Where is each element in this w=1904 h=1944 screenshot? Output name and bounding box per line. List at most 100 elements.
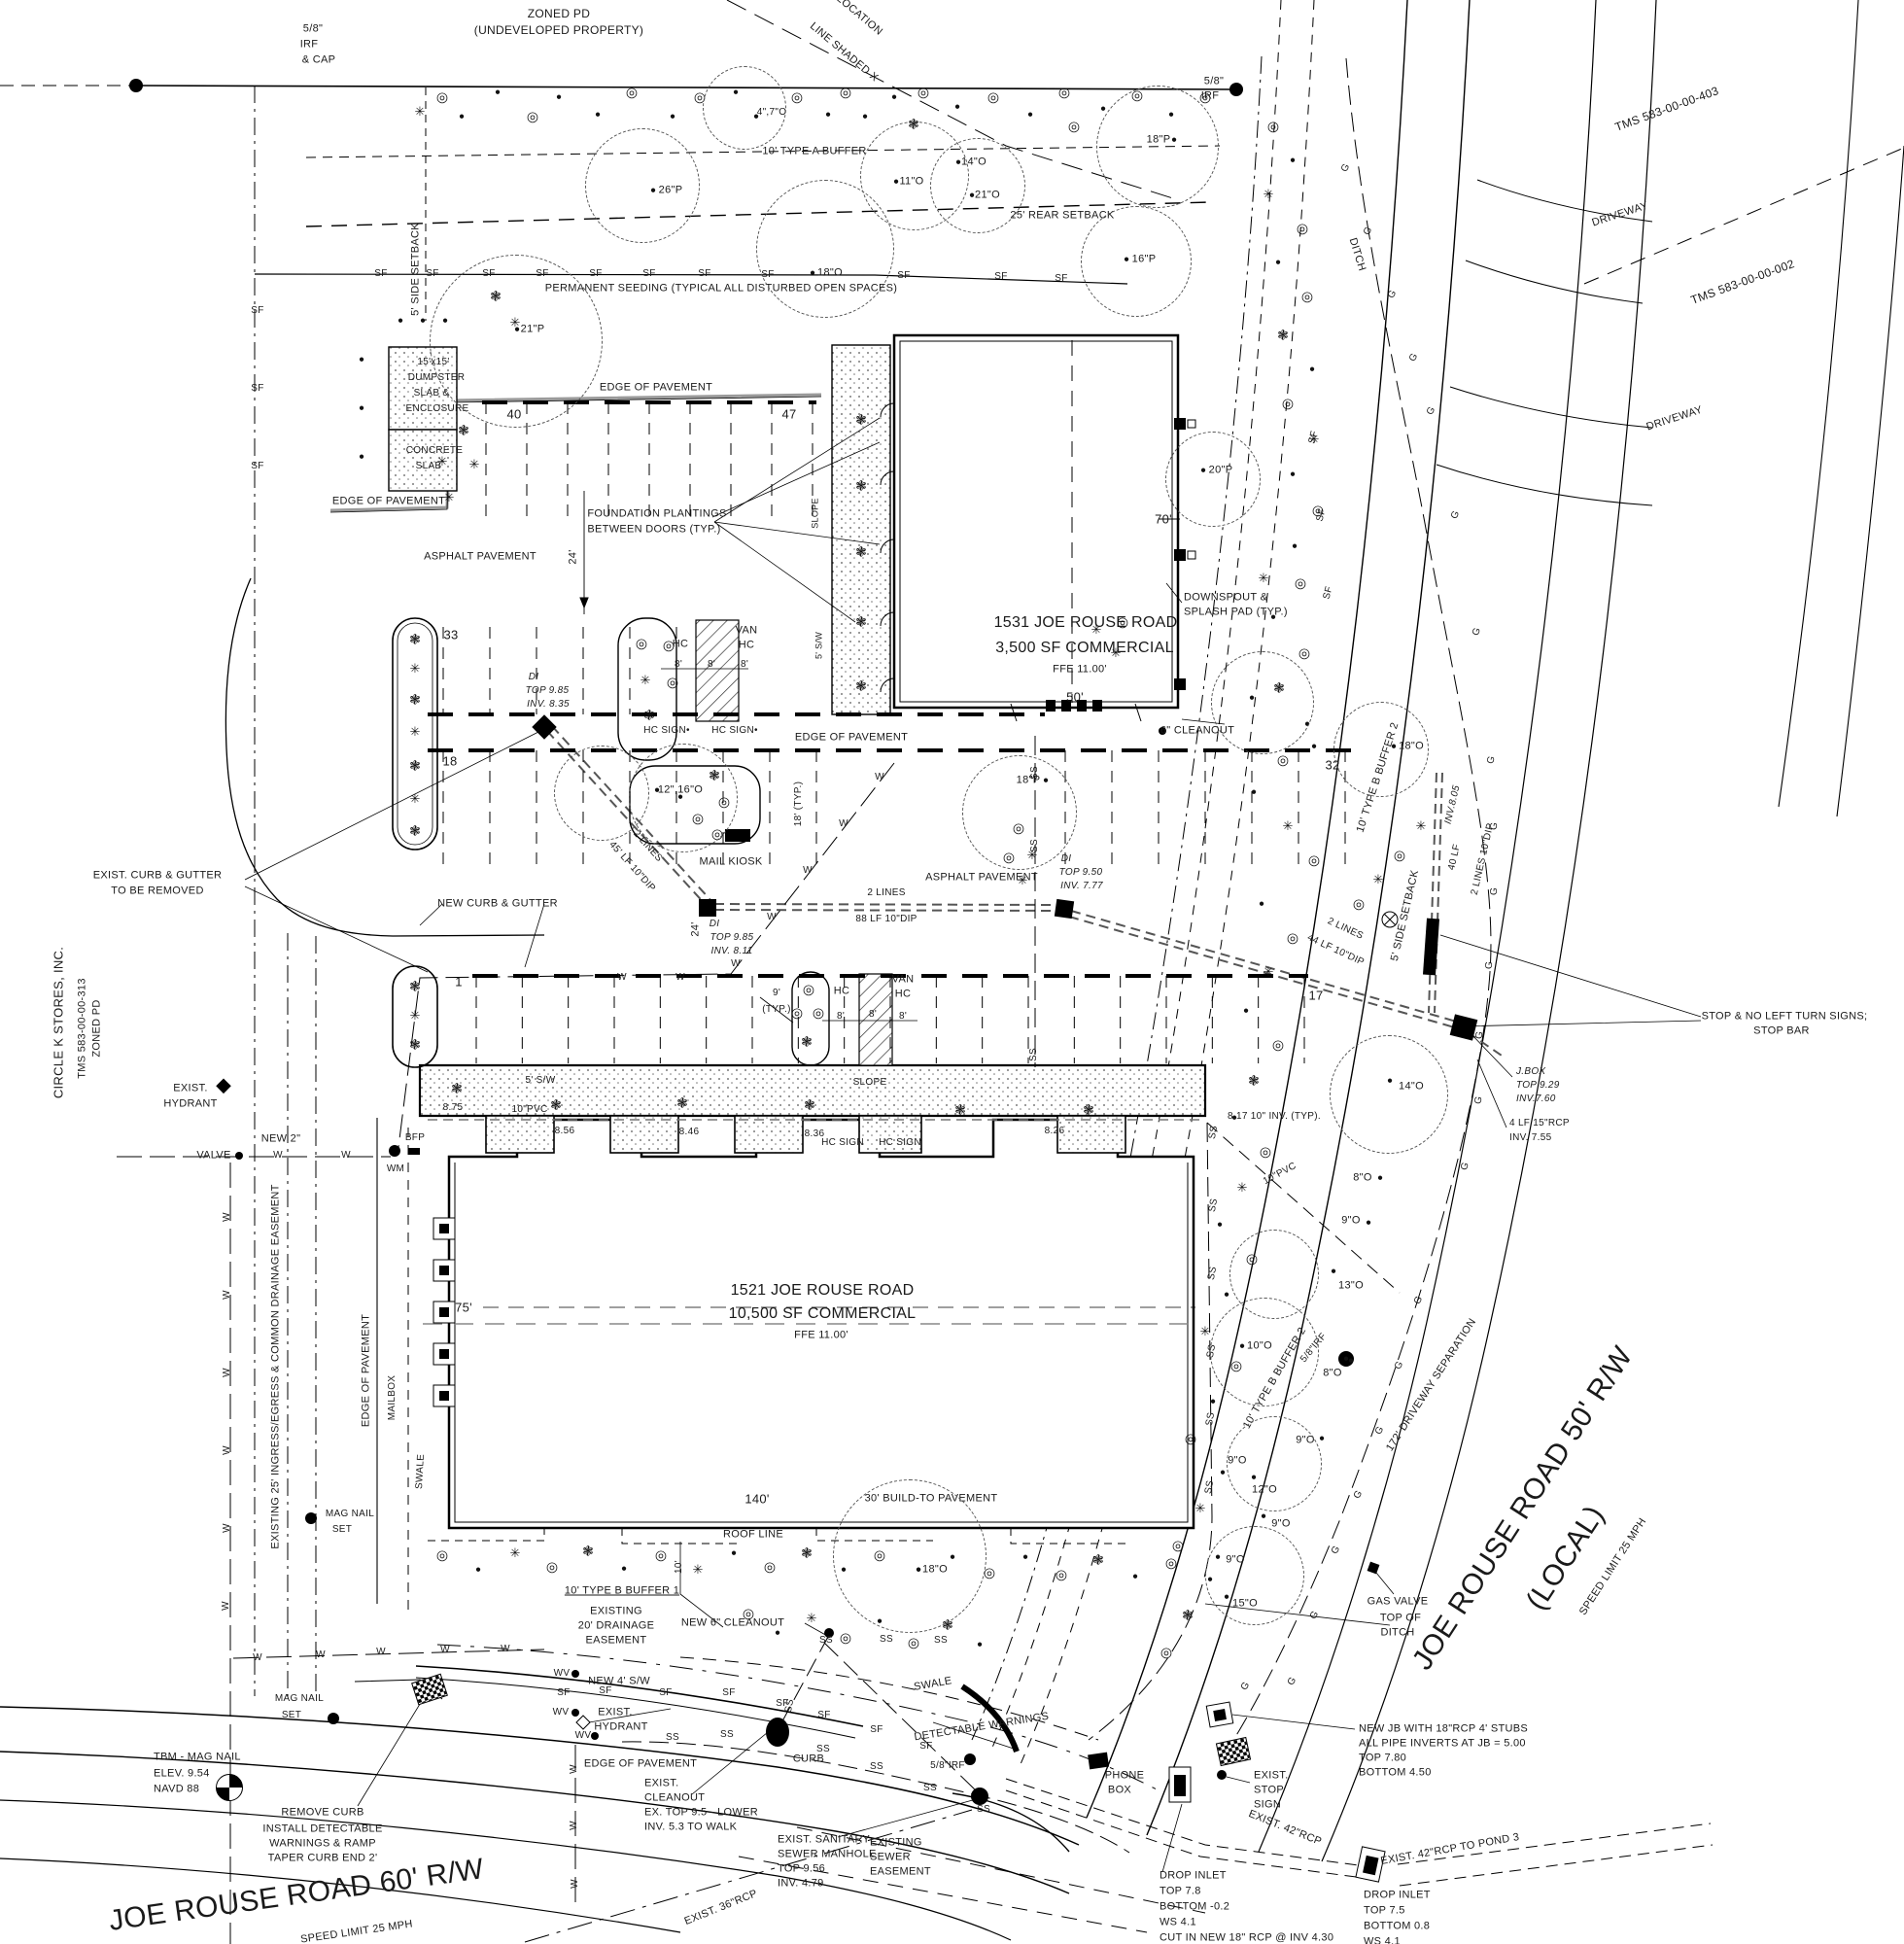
utility-marker-label: W (767, 912, 777, 922)
tree-icon: ● (1289, 155, 1297, 166)
annotation-label: STOP (1254, 1784, 1284, 1796)
tree-icon: ● (1347, 1355, 1355, 1367)
tree-icon: ◎ (1184, 1430, 1197, 1446)
annotation-label: 13"O (1338, 1279, 1364, 1292)
tree-icon: ● (1209, 1396, 1217, 1407)
annotation-label: BOTTOM 0.8 (1364, 1920, 1431, 1932)
annotation-label: DROP INLET (1364, 1889, 1431, 1901)
tree-icon: ✳ (1282, 818, 1294, 833)
annotation-label: HC (672, 638, 689, 650)
tree-icon: ❃ (409, 822, 421, 839)
annotation-label: WS 4.1 (1364, 1935, 1401, 1944)
tree-icon: ❃ (801, 1033, 813, 1050)
tree-icon: ● (620, 1563, 628, 1575)
utility-marker-label: SS (819, 1635, 833, 1646)
annotation-label: 88 LF 10"DIP (855, 914, 917, 924)
annotation-label: EASEMENT (870, 1865, 931, 1878)
tree-icon: ● (555, 91, 563, 103)
annotation-label: 18 (442, 753, 458, 769)
annotation-label: 10,500 SF COMMERCIAL (728, 1305, 917, 1322)
annotation-label: TOP 7.80 (1359, 1752, 1407, 1764)
tree-canopy-outline (833, 1479, 987, 1633)
tree-icon: ● (358, 402, 365, 414)
tree-icon: ◎ (812, 1004, 825, 1021)
annotation-label: TOP 7.8 (1160, 1885, 1201, 1897)
tree-icon: ✳ (1199, 1324, 1211, 1338)
utility-marker-label: W (222, 1445, 232, 1455)
tree-icon: ✳ (409, 791, 421, 806)
annotation-label: IRF (299, 38, 319, 51)
tree-icon: ● (861, 111, 869, 122)
tree-icon: ❃ (954, 1101, 966, 1118)
annotation-label: WS 4.1 (1160, 1916, 1196, 1928)
annotation-label: 18' (TYP.) (793, 781, 804, 827)
tree-icon: ❃ (804, 1096, 815, 1113)
utility-marker-label: SS (816, 1744, 830, 1754)
annotation-label: SET (331, 1524, 353, 1535)
annotation-label: DITCH (1380, 1626, 1415, 1639)
tree-canopy-outline (962, 755, 1077, 870)
annotation-label: BOTTOM -0.2 (1160, 1900, 1230, 1913)
utility-marker-label: W (440, 1645, 450, 1655)
annotation-label: HC (894, 988, 912, 1000)
tree-icon: ◎ (1055, 1566, 1068, 1582)
annotation-label: CONCRETE (405, 445, 464, 456)
annotation-label: 5/8"IRF (930, 1760, 965, 1771)
tree-canopy-outline (1205, 1526, 1304, 1625)
annotation-label: 9' (772, 988, 781, 998)
tree-icon: ● (358, 451, 365, 463)
utility-marker-label: SF (776, 1698, 789, 1709)
annotation-label: HC SIGN (879, 1137, 921, 1148)
tree-icon: ● (824, 109, 832, 121)
tree-icon: ✳ (1258, 571, 1269, 585)
tree-icon: ◎ (1352, 895, 1366, 912)
annotation-label: 9"O (1271, 1517, 1291, 1530)
tree-icon: ◎ (1198, 88, 1212, 105)
annotation-label: 70' (1155, 511, 1172, 527)
utility-marker-label: SS (1028, 1048, 1039, 1061)
tree-icon: ● (1250, 786, 1258, 798)
annotation-label: & CAP (301, 53, 336, 66)
annotation-label: INSTALL DETECTABLE (262, 1822, 383, 1835)
annotation-label: TOP 9.85 (710, 932, 754, 943)
tree-icon: ● (1342, 1353, 1350, 1365)
annotation-label: EXIST. (598, 1706, 633, 1718)
tree-icon: ◎ (790, 88, 804, 105)
annotation-label: TOP 9.56 (778, 1862, 826, 1875)
tree-icon: ● (1216, 1219, 1224, 1231)
tree-canopy-outline (1096, 86, 1219, 208)
utility-marker-label: G (1483, 960, 1496, 970)
tree-icon: ✳ (1372, 872, 1384, 886)
tree-icon: ● (1260, 1510, 1267, 1522)
tree-icon: ● (1131, 1571, 1139, 1582)
tree-icon: ● (1376, 1172, 1384, 1184)
annotation-label: CURB (792, 1753, 825, 1765)
tree-icon: ◎ (1298, 644, 1311, 661)
tree-icon: ◎ (625, 84, 639, 100)
annotation-label: 33 (443, 627, 459, 642)
tree-icon: ◎ (545, 1558, 559, 1575)
annotation-label: 140' (744, 1491, 770, 1507)
tree-icon: ◎ (1393, 847, 1406, 863)
tree-icon: ❃ (1083, 1101, 1094, 1118)
tree-icon: ❃ (1182, 1607, 1194, 1623)
tree-icon: ◎ (1057, 84, 1071, 100)
tree-canopy-outline (1229, 1230, 1319, 1319)
annotation-label: HC SIGN (821, 1137, 864, 1148)
tree-canopy-outline (554, 746, 649, 841)
annotation-label: EX. TOP 9.5 - LOWER (644, 1806, 758, 1819)
annotation-label: IRF (1200, 89, 1220, 102)
tree-icon: ❃ (643, 707, 655, 723)
annotation-label: NEW 4' S/W (588, 1675, 650, 1687)
annotation-label: 6" CLEANOUT (1160, 724, 1235, 737)
annotation-label: DI (709, 919, 720, 929)
annotation-label: TMS 583-00-00-313 (76, 978, 88, 1079)
annotation-label: ASPHALT PAVEMENT (925, 871, 1038, 884)
annotation-label: ELEV. 9.54 (154, 1767, 210, 1780)
utility-marker-label: SS (934, 1635, 948, 1646)
annotation-label: 8' (836, 1011, 846, 1022)
annotation-label: VAN (891, 973, 915, 986)
annotation-label: SIGN (1254, 1798, 1282, 1811)
tree-icon: ✳ (509, 1545, 521, 1560)
